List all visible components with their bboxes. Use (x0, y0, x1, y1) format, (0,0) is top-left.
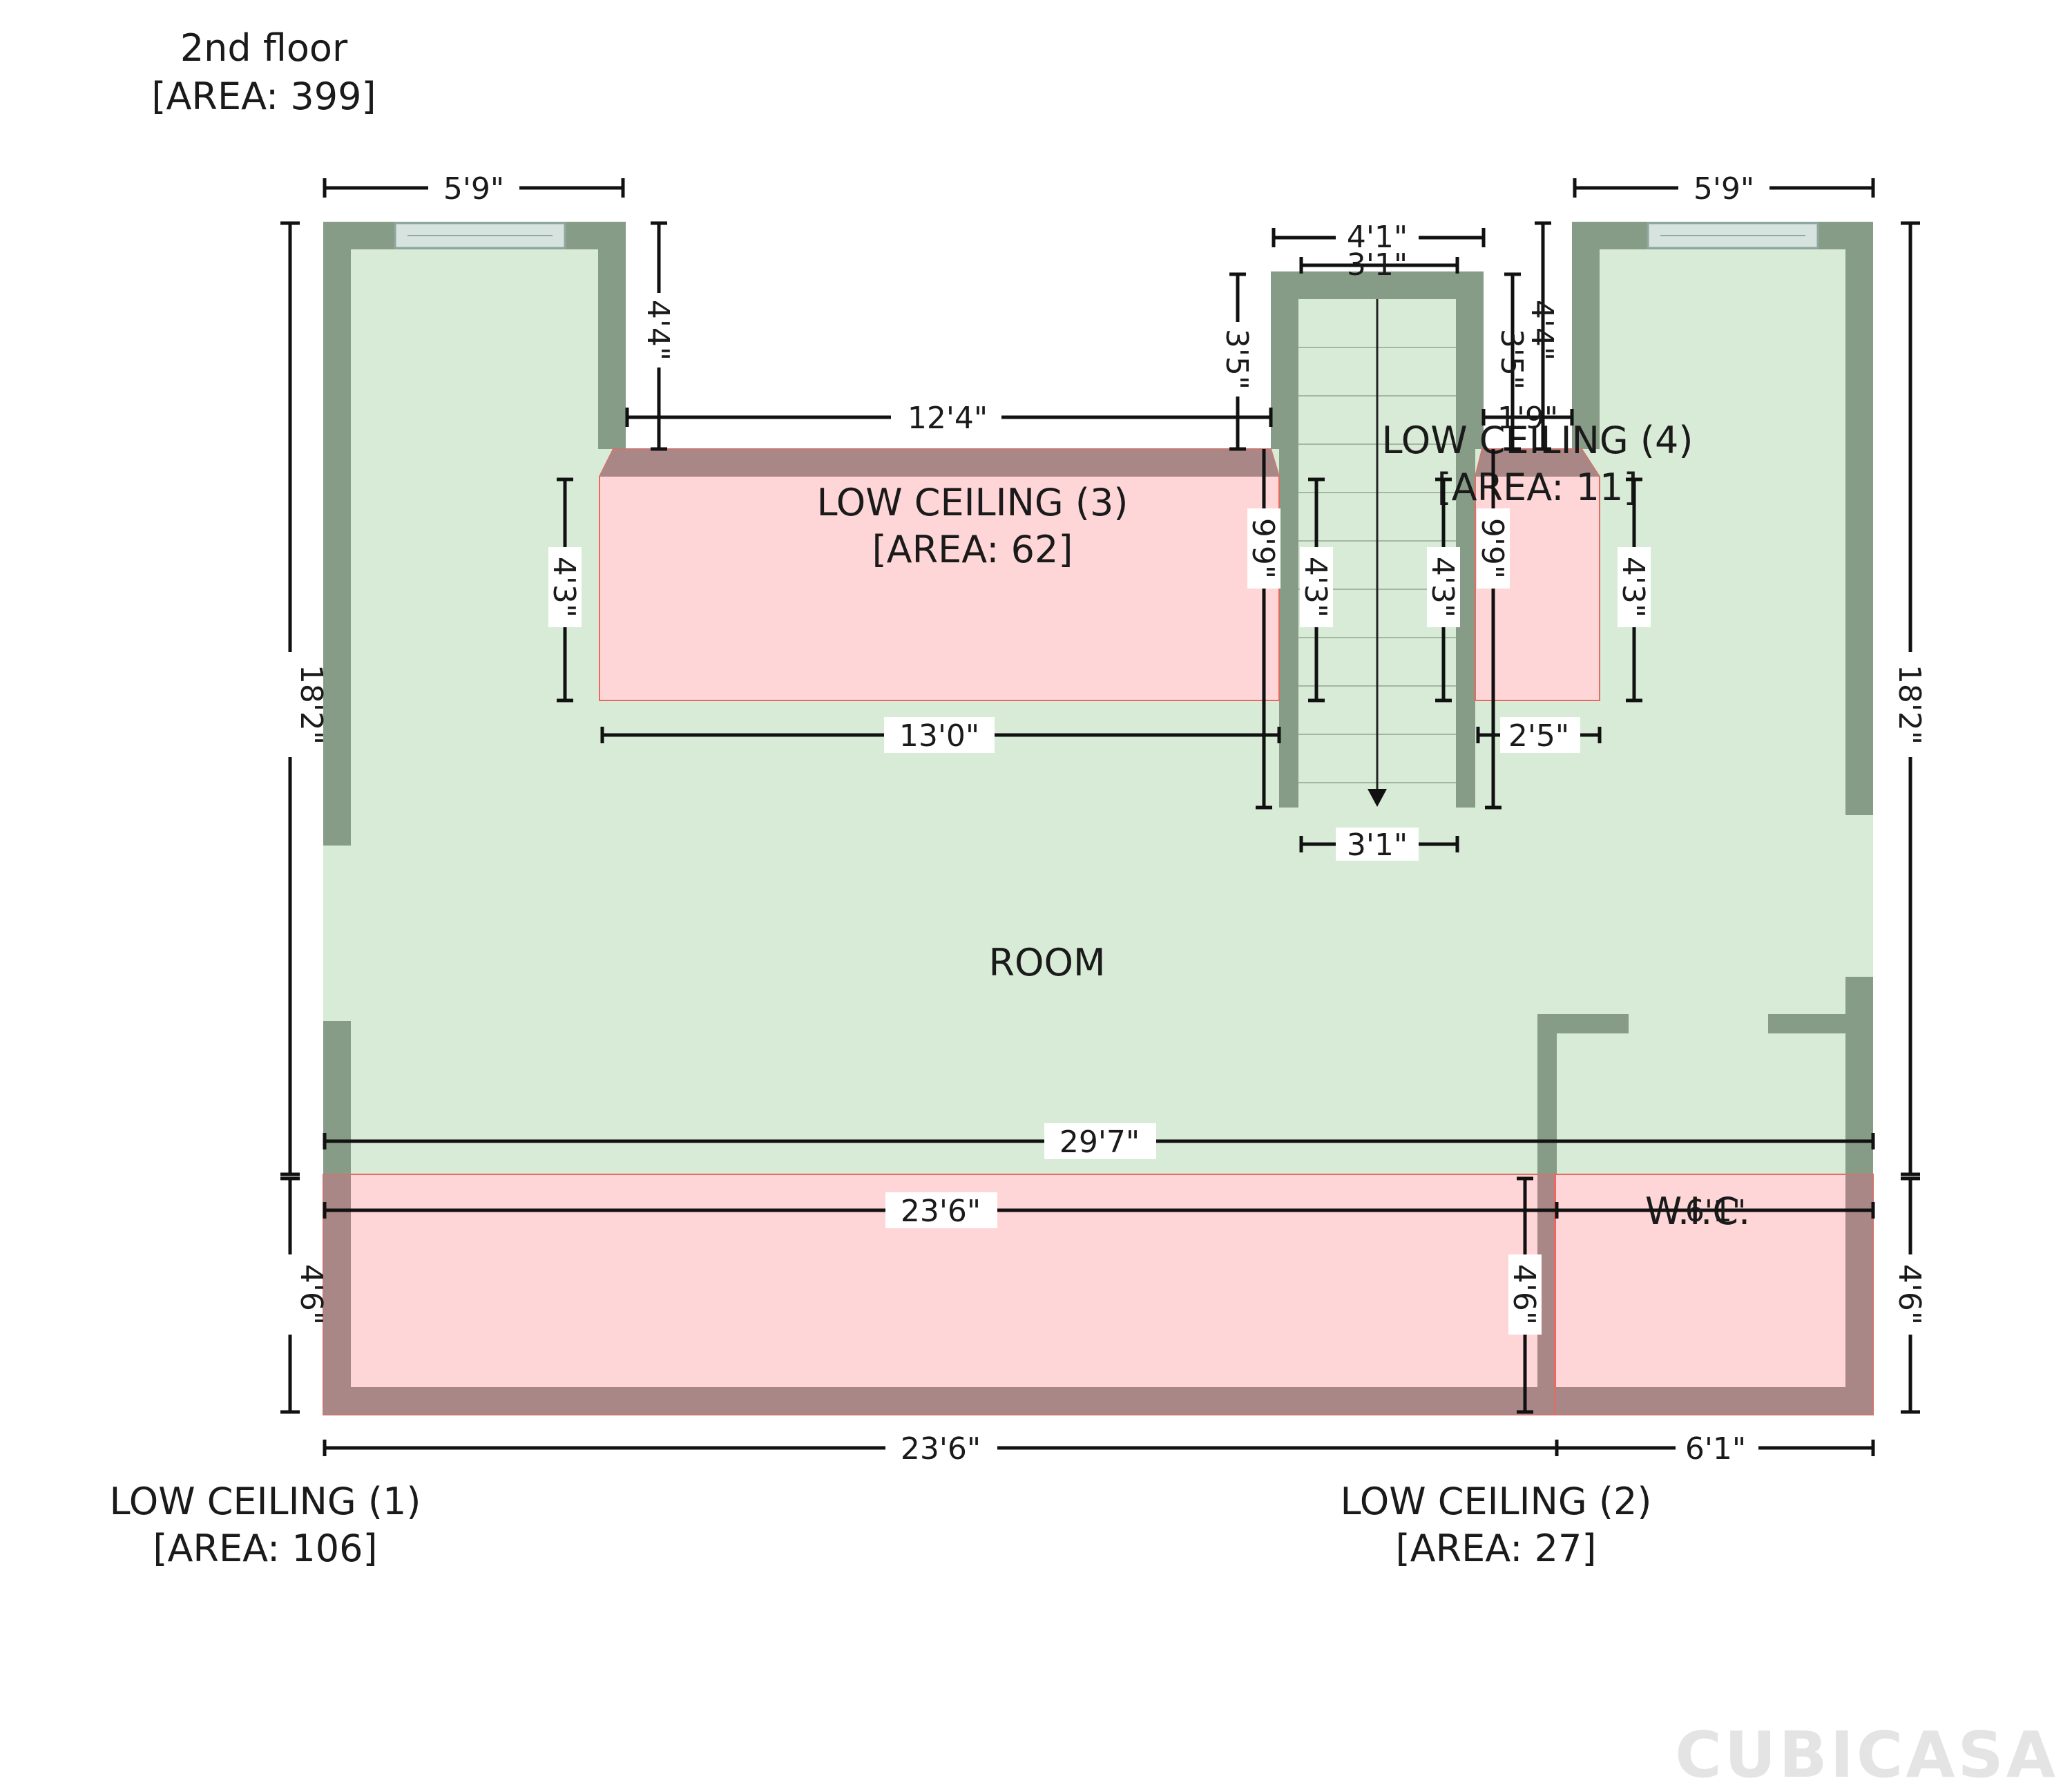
dim-stair-inner-left: 4'3" (1298, 477, 1333, 703)
low-ceiling-2-area-label: [AREA: 27] (1396, 1527, 1597, 1570)
low-ceiling-2-label: LOW CEILING (2) (1341, 1480, 1652, 1523)
dim-text: 23'6" (901, 1194, 981, 1229)
dim-stair-inner-width-top: 3'1" (1299, 247, 1459, 283)
dim-text: 18'2" (294, 665, 329, 745)
dim-text: 4'6" (1892, 1264, 1927, 1325)
cubicasa-logo: CUBICASA (1675, 1718, 2058, 1785)
room-floor (323, 249, 1873, 1175)
dim-text: 4'4" (640, 300, 675, 361)
dim-right-height: 18'2" (1892, 221, 1928, 1176)
dim-text: 4'4" (1524, 300, 1560, 361)
dim-text: 12'4" (908, 401, 988, 436)
dim-text: 5'9" (1694, 171, 1754, 207)
stair-direction-arrow-icon (1368, 789, 1387, 807)
dim-low-ceiling-depth-mid: 4'6" (1506, 1176, 1542, 1414)
dim-stair-right-offset: 3'5" (1494, 272, 1529, 451)
dim-text: 18'2" (1892, 665, 1927, 745)
dim-stair-inner-right: 4'3" (1425, 477, 1460, 703)
dim-text: 4'6" (1506, 1264, 1542, 1325)
low-ceiling-3-area-label: [AREA: 62] (872, 528, 1073, 571)
dim-low3-height: 4'3" (546, 477, 582, 703)
dim-text: 4'3" (546, 557, 582, 618)
dim-text: 4'6" (294, 1264, 329, 1325)
low-ceiling-3-label: LOW CEILING (3) (817, 481, 1129, 524)
dim-bottom-left-width: 23'6" (323, 1430, 1559, 1467)
dim-stair-outer-width: 4'1" (1272, 220, 1486, 255)
dim-low-ceiling-depth-right: 4'6" (1892, 1176, 1928, 1414)
dim-left-height: 18'2" (272, 221, 329, 1176)
floor-title: 2nd floor (180, 26, 348, 70)
dim-low3-bottom-width: 13'0" (600, 717, 1281, 754)
dim-text: 3'1" (1347, 247, 1408, 283)
dim-right-wing-depth: 4'4" (1524, 221, 1560, 451)
low-ceiling-3-area (599, 448, 1280, 701)
dim-stair-left-offset: 3'5" (1219, 272, 1254, 451)
dim-overall-width: 29'7" (323, 1123, 1875, 1160)
dim-stair-length-right: 9'9" (1475, 449, 1510, 810)
dim-text: 23'6" (901, 1431, 981, 1467)
low-ceiling-1-area-label: [AREA: 106] (153, 1527, 377, 1570)
dim-low-ceiling-depth-left: 4'6" (272, 1176, 329, 1414)
dim-text: 3'5" (1219, 329, 1254, 390)
dim-low1-inner-width: 23'6" (323, 1192, 1559, 1229)
dim-text: 2'5" (1508, 718, 1569, 754)
dim-low3-top-width: 12'4" (625, 399, 1273, 436)
floor-area: [AREA: 399] (151, 75, 376, 118)
dim-text: 29'7" (1059, 1125, 1140, 1160)
window-left (394, 222, 566, 249)
dim-text: 4'3" (1298, 557, 1333, 618)
dim-text: 5'9" (443, 171, 504, 207)
dim-top-left-width: 5'9" (323, 170, 625, 207)
dim-text: 9'9" (1245, 518, 1280, 579)
dim-low4-top-width: 1'9" (1481, 401, 1574, 436)
dim-text: 6'1" (1685, 1431, 1746, 1467)
dim-text: 3'1" (1347, 828, 1408, 863)
dim-left-wing-depth: 4'4" (640, 221, 675, 451)
low-ceiling-4-area-label: [AREA: 11] (1437, 466, 1638, 509)
dim-low4-bottom-width: 2'5" (1476, 717, 1602, 754)
dim-text: 13'0" (899, 718, 979, 754)
dim-text: 9'9" (1475, 518, 1510, 579)
dim-text: 4'1" (1347, 220, 1408, 255)
low-ceiling-1-label: LOW CEILING (1) (110, 1480, 421, 1523)
room-label: ROOM (988, 941, 1105, 984)
dim-stair-inner-width-bottom: 3'1" (1299, 828, 1459, 863)
dim-text: 4'3" (1615, 557, 1651, 618)
dim-bottom-right-width: 6'1" (1557, 1430, 1875, 1467)
dim-low4-height: 4'3" (1615, 477, 1651, 703)
dim-top-right-width: 5'9" (1573, 170, 1875, 207)
low-ceiling-2-area (1555, 1174, 1874, 1415)
dim-low2-inner-width: 6'1" (1557, 1194, 1875, 1229)
dim-text: 3'5" (1494, 329, 1529, 390)
dim-text: 6'1" (1685, 1194, 1746, 1229)
low-ceiling-4-label: LOW CEILING (4) (1382, 419, 1694, 462)
window-right (1647, 222, 1819, 249)
dim-text: 4'3" (1425, 557, 1460, 618)
dim-text: 1'9" (1497, 401, 1558, 436)
dim-stair-length-left: 9'9" (1245, 449, 1280, 810)
